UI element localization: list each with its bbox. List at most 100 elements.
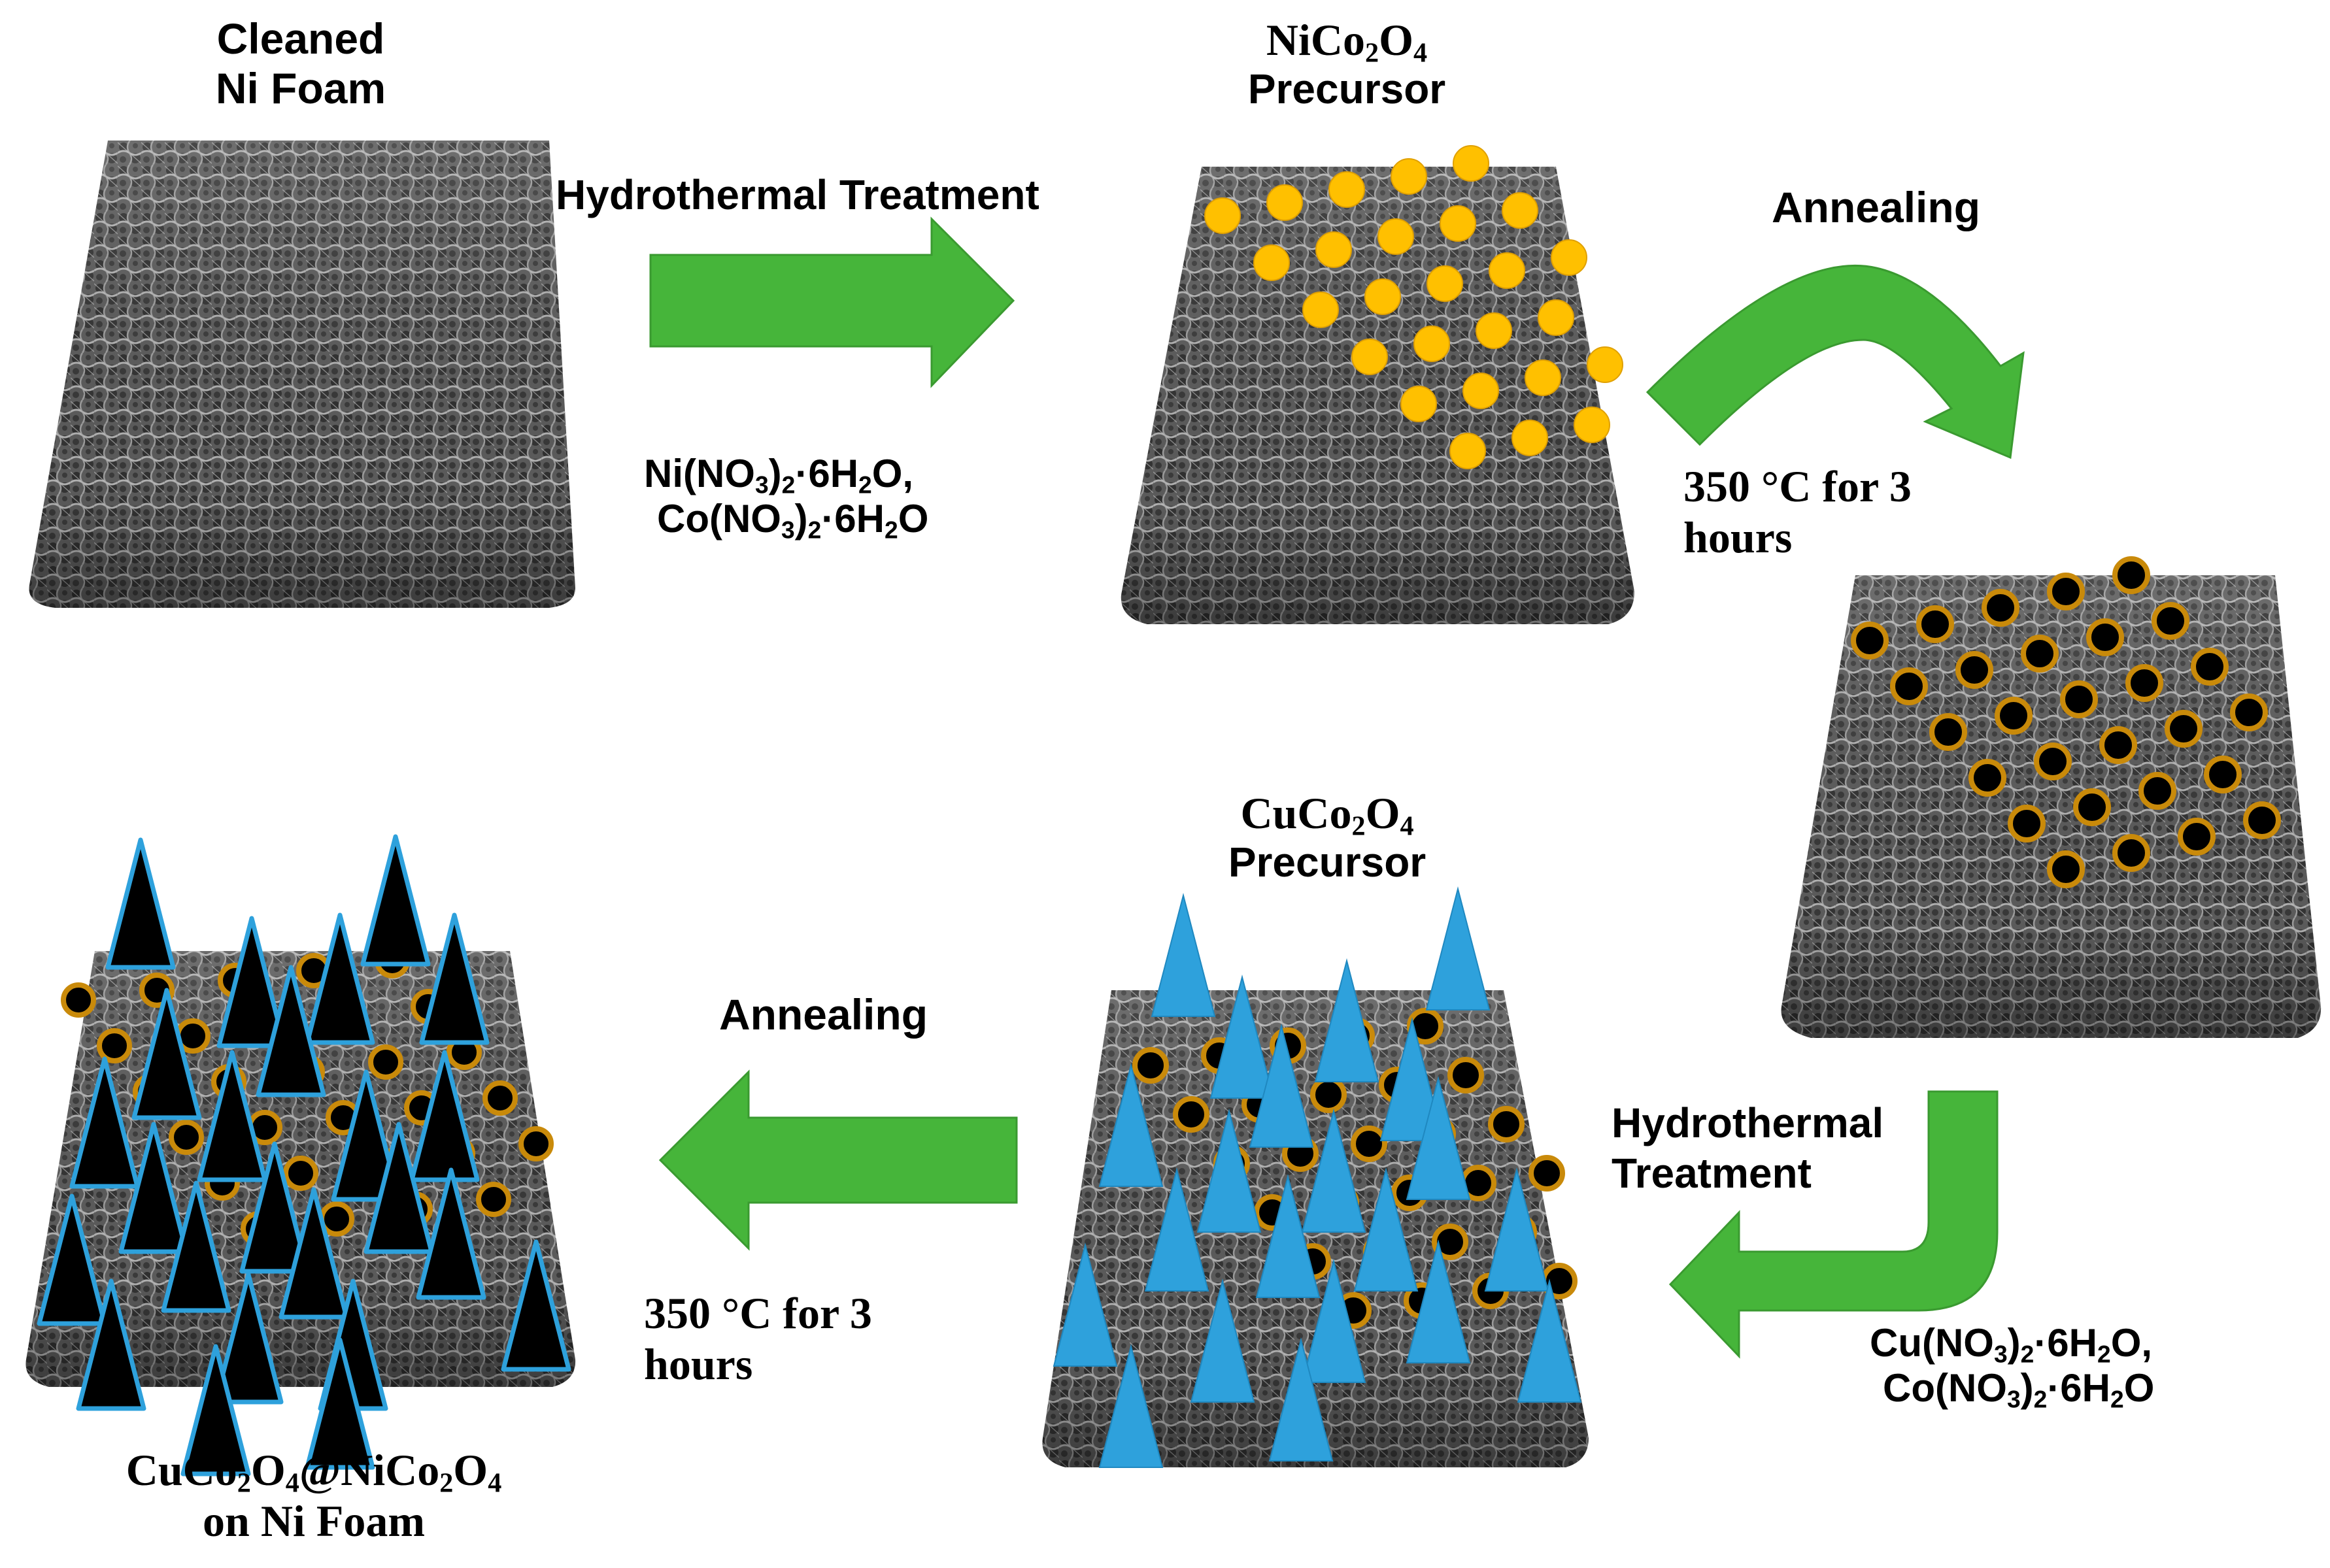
nico-particle [1266, 184, 1303, 221]
annealed-particle [1916, 605, 1954, 643]
final-nanocone [501, 1239, 571, 1372]
final-nanocone [360, 834, 431, 967]
nico-particle [1476, 312, 1512, 349]
nico-particle [1364, 278, 1401, 315]
reagent-2-line-b: Co(NO3)2·6H2O [1883, 1366, 2155, 1413]
hydrothermal-label-2: Hydrothermal Treatment [1612, 1098, 1883, 1199]
annealed-particle [2138, 772, 2176, 810]
final-nanocone [305, 912, 375, 1045]
nico-particle [1440, 205, 1476, 242]
annealed-nico-particles [1851, 556, 2281, 888]
final-core-particle [61, 982, 96, 1018]
cuco-cone [1196, 1109, 1262, 1233]
final-product-label: CuCo2O4@NiCo2O4 on Ni Foam [39, 1444, 588, 1546]
annealed-particle [2204, 756, 2242, 793]
final-nanocone [305, 1337, 375, 1470]
nico-particle [1413, 325, 1450, 362]
final-nanocone [37, 1193, 107, 1326]
final-nanocone [76, 1278, 146, 1411]
cuco-core-particle [1132, 1047, 1169, 1084]
nico-particle [1525, 359, 1561, 396]
hydrothermal-arrow-2-body [1668, 1090, 1999, 1359]
annealed-particle [2178, 818, 2216, 856]
final-core-particle [97, 1028, 132, 1063]
annealed-particle [1929, 713, 1967, 751]
final-nanocone [239, 1141, 310, 1274]
nico-particle [1453, 145, 1489, 182]
final-core-particle [368, 1044, 403, 1080]
nico-particle [1253, 244, 1290, 281]
annealed-particle [2047, 573, 2085, 610]
annealed-particle [1982, 589, 2019, 627]
cuco-precursor-word: Precursor [1228, 839, 1427, 886]
cleaned-line1: Cleaned [216, 14, 385, 63]
cuco-cone [1484, 1167, 1549, 1292]
cuco-core-particle [1407, 1008, 1444, 1044]
cuco-cone [1098, 1063, 1164, 1187]
cuco-core-particle [1310, 1076, 1347, 1113]
hydrothermal-label-1: Hydrothermal Treatment [556, 171, 1039, 218]
annealed-particle [2060, 680, 2098, 718]
final-nanocone [363, 1122, 434, 1254]
nico-particle [1315, 231, 1352, 268]
final-formula: CuCo2O4@NiCo2O4 [126, 1445, 502, 1499]
final-core-particle [476, 1182, 511, 1217]
cuco-cone [1053, 1243, 1118, 1367]
nico-formula: NiCo2O4 [1266, 15, 1428, 69]
nico-precursor-label: NiCo2O4 Precursor [1216, 14, 1477, 114]
annealed-particle [2034, 742, 2072, 780]
nico-particle [1391, 158, 1427, 195]
annealed-particle [2112, 556, 2150, 594]
annealed-particle [2021, 635, 2059, 673]
nico-particle [1551, 239, 1587, 276]
temp2-line2: hours [644, 1339, 753, 1390]
nico-precursor-word: Precursor [1247, 65, 1446, 113]
annealed-particle [2073, 788, 2111, 826]
cuco-formula: CuCo2O4 [1240, 788, 1414, 842]
annealed-particle [1968, 759, 2006, 797]
reagent-2-line-a: Cu(NO3)2·6H2O, [1870, 1321, 2153, 1368]
final-core-particle [482, 1080, 518, 1116]
annealing-label-1: Annealing [1772, 183, 1981, 231]
cuco-cone [1301, 1259, 1366, 1383]
annealing-arrow-1 [1646, 265, 2025, 459]
hydro2-line1: Hydrothermal [1612, 1099, 1884, 1146]
cleaned-ni-foam-label: Cleaned Ni Foam [196, 14, 405, 114]
final-core-particle [169, 1120, 204, 1155]
annealed-particle [2099, 726, 2137, 764]
annealed-particle [2008, 805, 2046, 842]
annealed-particle [2165, 710, 2203, 748]
final-nanocones [37, 834, 571, 1476]
nico-particle [1302, 292, 1339, 328]
cuco-cone [1406, 1076, 1471, 1200]
annealed-particle [2152, 602, 2189, 640]
final-nanocone [69, 1056, 140, 1189]
reagent-1-label: Ni(NO3)2·6H2O, Co(NO3)2·6H2O [644, 451, 928, 542]
cuco-core-particle [1432, 1224, 1468, 1260]
cuco-core-particle [1173, 1096, 1209, 1133]
cuco-cone [1406, 1239, 1471, 1363]
final-nanocone [331, 1069, 401, 1202]
annealed-particle [1955, 651, 1993, 689]
annealed-particle [1995, 697, 2033, 735]
annealed-particle [2086, 618, 2124, 656]
nico-particle [1538, 299, 1574, 336]
reagent-2-label: Cu(NO3)2·6H2O, Co(NO3)2·6H2O [1870, 1320, 2155, 1413]
nico-particle [1587, 346, 1623, 383]
cuco-cone [1249, 1024, 1314, 1148]
final-nanocone [279, 1187, 349, 1320]
final-nanocone [131, 988, 202, 1120]
cuco-cone [1255, 1174, 1321, 1298]
cuco-cone [1209, 975, 1275, 1099]
final-nanocone [256, 965, 326, 1097]
cuco-cone [1301, 1109, 1366, 1233]
cuco-cone [1314, 958, 1379, 1082]
annealed-particle [2112, 834, 2150, 872]
nico-particle [1502, 192, 1538, 229]
nico-particle [1449, 433, 1486, 469]
nico-particle [1511, 420, 1548, 456]
cuco-core-particle [1351, 1126, 1387, 1162]
cuco-core-particle [1447, 1057, 1484, 1093]
annealed-particle [2125, 664, 2163, 702]
temperature-label-1: 350 °C for 3 hours [1683, 461, 1912, 563]
